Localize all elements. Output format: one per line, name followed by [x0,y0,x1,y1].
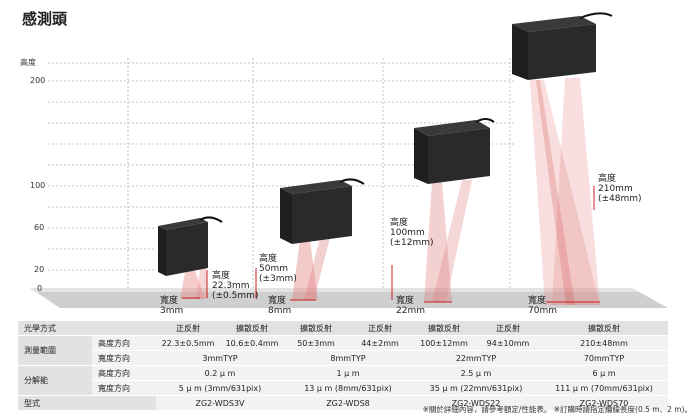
vertical-grid [127,58,511,292]
model-row: 型式 ZG2-WDS3V ZG2-WDS8 ZG2-WDS22 ZG2-WDS7… [18,395,668,410]
page-title: 感測頭 [22,10,68,28]
sensor-beams [180,78,600,305]
range-width-row: 寬度方向 3mmTYP 8mmTYP 22mmTYP 70mmTYP [18,350,668,366]
width-range-label: 寬度 70mm [528,296,557,316]
width-range-label: 寬度 8mm [268,296,292,316]
y-tick-label: 20 [34,265,45,274]
y-tick-label: 0 [37,284,43,293]
sensor-head-wds70 [512,12,613,80]
floor-edge [30,288,640,292]
sensor-head-wds3v [158,216,223,276]
height-range-label: 高度 100mm (±12mm) [390,218,434,248]
range-height-row: 測量範圍 高度方向 22.3±0.5mm 10.6±0.4mm 50±3mm 4… [18,335,668,366]
spec-table: 光學方式 正反射 擴散反射 擴散反射 正反射 擴散反射 正反射 擴散反射 測量範… [18,321,668,410]
height-range-label: 高度 50mm (±3mm) [259,254,297,284]
y-tick-label: 60 [34,223,45,232]
width-range-label: 寬度 22mm [396,296,425,316]
height-range-label: 高度 22.3mm (±0.5mm) [212,271,259,301]
width-range-label: 寬度 3mm [160,296,184,316]
dimension-arrows [182,186,600,303]
resolution-height-row: 分解能 高度方向 0.2 µ m 1 µ m 2.5 µ m 6 µ m [18,365,668,396]
height-range-label: 高度 210mm (±48mm) [598,174,642,204]
optics-row: 光學方式 正反射 擴散反射 擴散反射 正反射 擴散反射 正反射 擴散反射 [18,321,668,336]
sensor-head-wds8 [280,178,365,244]
y-tick-label: 100 [30,181,46,190]
sensor-head-wds22 [414,118,495,184]
horizontal-grid [48,62,515,271]
y-axis-title: 高度 [20,58,36,67]
footnote: ※關於詳細內容，請參考額定/性能表。 ※訂購時請指定纜線長度(0.5 m、2 m… [422,405,692,414]
resolution-width-row: 寬度方向 5 µ m (3mm/631pix) 13 µ m (8mm/631p… [18,380,668,396]
y-tick-label: 200 [30,76,46,85]
floor-plane [30,288,668,308]
sensor-illustration [30,12,668,308]
